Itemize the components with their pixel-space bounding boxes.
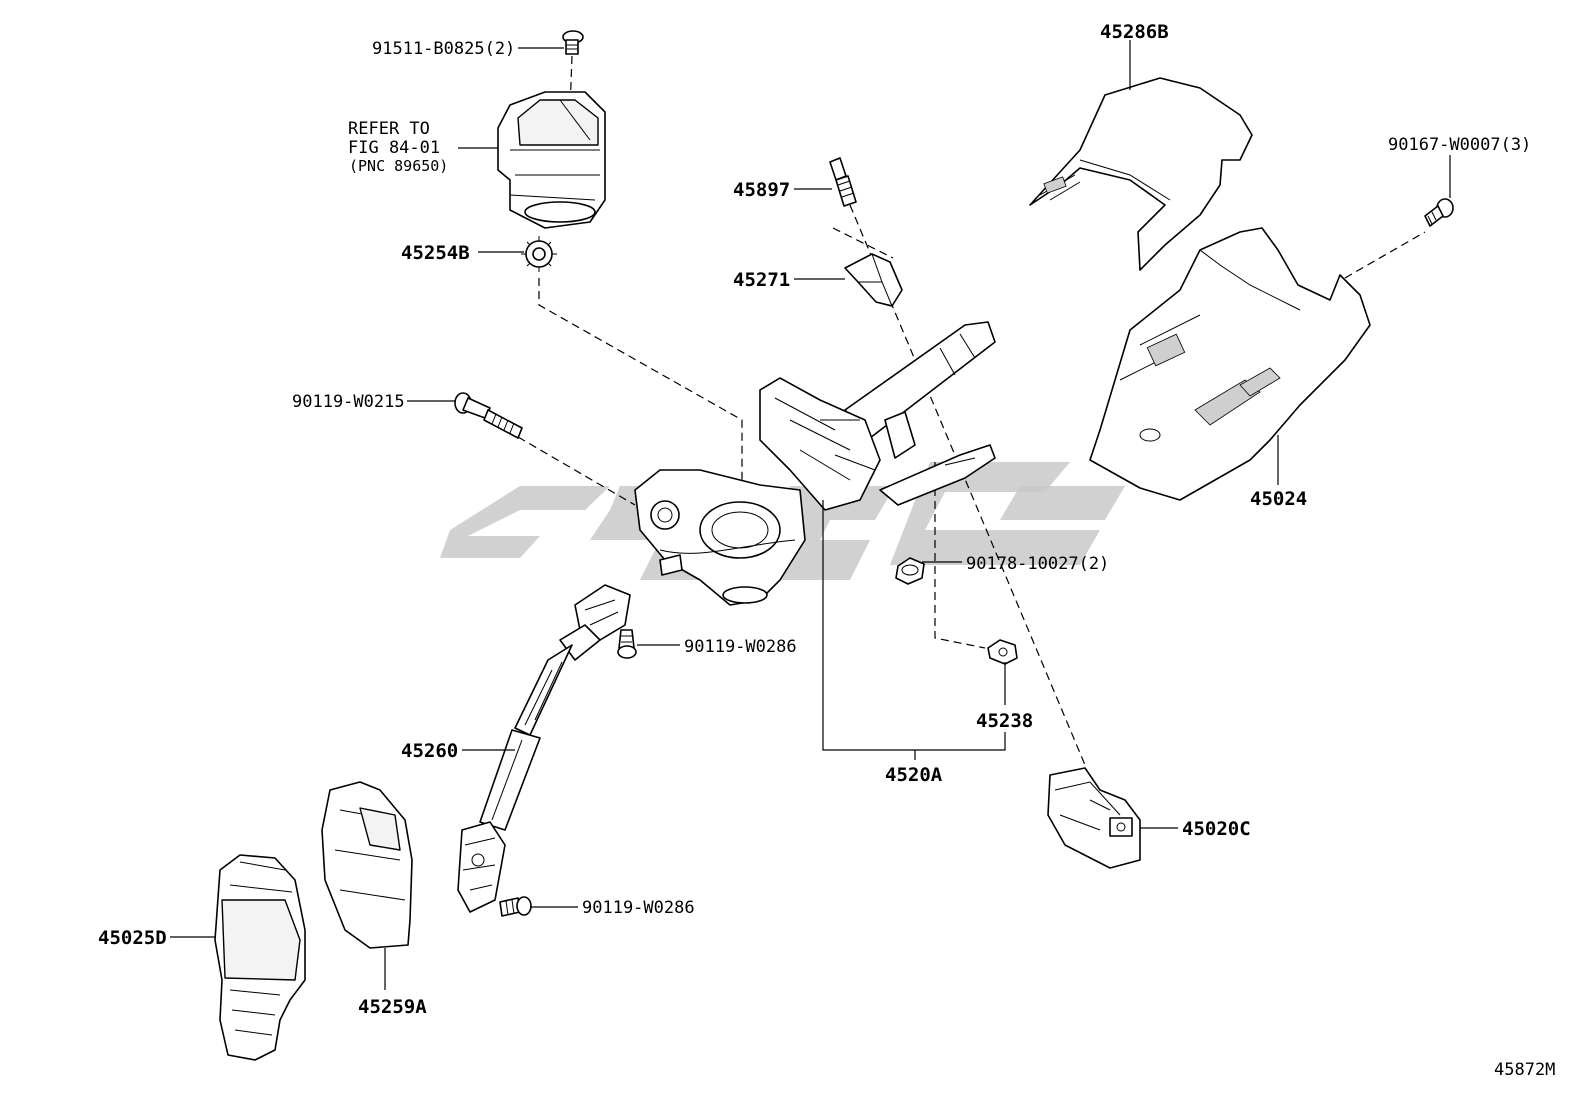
label-lock-housing: 45020C (1182, 818, 1251, 840)
bolt-91511-icon (562, 30, 584, 55)
lock-housing-45020c-icon (1047, 767, 1141, 869)
label-pin: 45897 (733, 179, 790, 201)
label-clip: 45271 (733, 269, 790, 291)
screw-90167-icon (1424, 198, 1454, 227)
nut-90178-icon (895, 557, 925, 585)
label-cover-low: 45259A (358, 996, 427, 1018)
label-bolt-left: 90119-W0215 (292, 392, 405, 412)
label-refer-fig: FIG 84-01 (348, 138, 440, 158)
label-shaft: 45260 (401, 740, 458, 762)
label-grommet: 45254B (401, 242, 470, 264)
label-lower-cover: 45024 (1250, 488, 1307, 510)
label-nut: 90178-10027(2) (966, 554, 1109, 574)
lower-cover-45024-icon (1089, 227, 1371, 501)
clip-45271-icon (844, 253, 903, 307)
label-screw-right: 90167-W0007(3) (1388, 135, 1531, 155)
assembly-guide-lines (517, 55, 1426, 766)
cover-45259a-icon (321, 781, 413, 949)
label-bolt-top: 91511-B0825(2) (372, 39, 515, 59)
figure-id: 45872M (1494, 1060, 1555, 1080)
label-bolt-mid: 90119-W0286 (684, 637, 797, 657)
leader-lines (170, 40, 1451, 990)
intermediate-shaft-icon (457, 584, 631, 913)
bolt-90119-w0215-icon (454, 392, 523, 439)
pin-45897-icon (829, 157, 857, 207)
upper-cover-45286b-icon (1029, 77, 1253, 271)
label-clip-small: 45238 (976, 710, 1033, 732)
grommet-45254b-icon (521, 236, 557, 272)
label-boot: 45025D (98, 927, 167, 949)
steering-column-icon (634, 321, 996, 606)
bolt-90119-w0286-low-icon (499, 896, 532, 917)
combination-switch-icon (497, 91, 606, 229)
label-refer-to: REFER TO (348, 119, 430, 139)
boot-45025d-icon (214, 854, 306, 1061)
clip-45238-icon (987, 639, 1018, 665)
label-column-assy: 4520A (885, 764, 943, 786)
bolt-90119-w0286-mid-icon (617, 629, 637, 659)
label-refer-pnc: (PNC 89650) (349, 157, 448, 175)
label-bolt-low: 90119-W0286 (582, 898, 695, 918)
label-upper-cover: 45286B (1100, 21, 1169, 43)
